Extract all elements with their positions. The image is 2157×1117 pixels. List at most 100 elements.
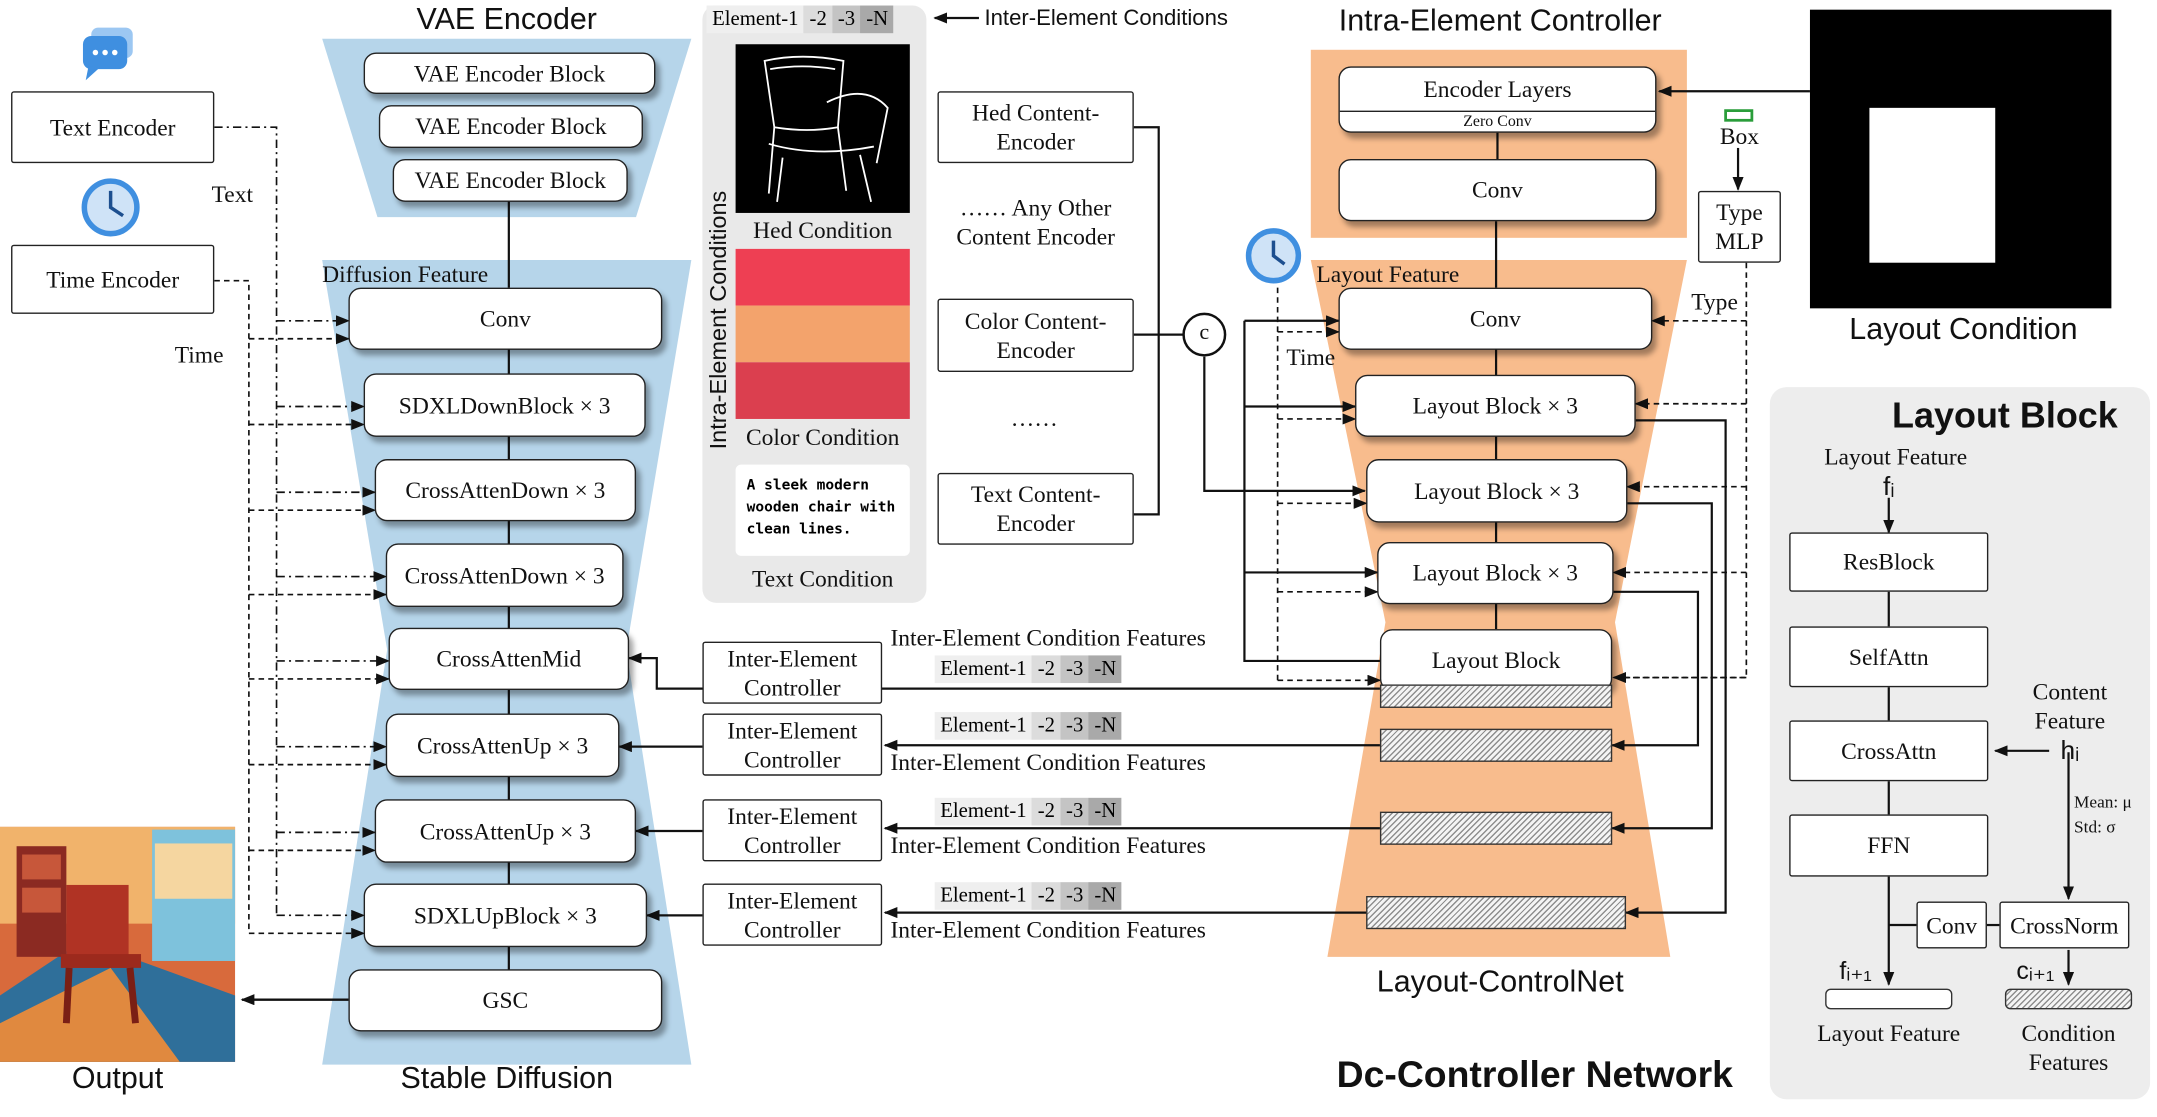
element-tag: Element-1 [934, 712, 1033, 740]
element-tag: -N [1088, 655, 1122, 684]
element-tag: -3 [1060, 655, 1089, 684]
inter-element-controller: Inter-Element Controller [702, 713, 883, 776]
color-swatch [735, 305, 910, 363]
element-tag: Element-1 [934, 655, 1033, 684]
inter-element-controller: Inter-Element Controller [702, 883, 883, 946]
cross-atten-down-block: CrossAttenDown × 3 [374, 459, 637, 522]
vae-encoder-block: VAE Encoder Block [363, 52, 656, 95]
inter-element-controller: Inter-Element Controller [702, 799, 883, 862]
inter-element-features-label: Inter-Element Condition Features [890, 624, 1206, 652]
inter-element-features-label: Inter-Element Condition Features [890, 749, 1206, 776]
output-label: Output [71, 1060, 164, 1096]
sdxl-up-block: SDXLUpBlock × 3 [363, 883, 648, 948]
hed-content-encoder: Hed Content-Encoder [937, 91, 1134, 164]
network-title: Dc-Controller Network [1336, 1053, 1733, 1096]
layout-controlnet-title: Layout-ControlNet [1376, 963, 1624, 999]
concat-label: c [1199, 320, 1210, 345]
crossattn-block: CrossAttn [1789, 720, 1989, 782]
output-image [0, 826, 236, 1062]
lb-conv-block: Conv [1916, 901, 1987, 949]
clock-icon [81, 178, 140, 237]
text-encoder: Text Encoder [11, 91, 215, 164]
element-tag: -3 [1060, 797, 1089, 826]
condition-feature-hatch [1379, 728, 1613, 762]
controlnet-conv-block: Conv [1338, 287, 1653, 350]
concat-circle [1182, 312, 1227, 357]
element-tags: Element-1 -2 -3 -N [934, 655, 1122, 684]
element-tags: Element-1 -2 -3 -N [706, 5, 894, 34]
element-tags: Element-1 -2 -3 -N [934, 882, 1122, 910]
color-condition-swatches [735, 248, 910, 419]
chat-bubble-icon [82, 27, 133, 81]
selfattn-block: SelfAttn [1789, 626, 1989, 688]
layout-controlnet-hourglass [1310, 259, 1687, 957]
cross-atten-up-block: CrossAttenUp × 3 [374, 799, 637, 863]
lb-layout-output-bar [1825, 988, 1953, 1010]
layout-block-x3: Layout Block × 3 [1366, 459, 1628, 523]
stable-diffusion-title: Stable Diffusion [400, 1060, 614, 1096]
element-tag: -2 [1032, 797, 1061, 826]
element-tag: -2 [1032, 655, 1061, 684]
text-content-encoder: Text Content-Encoder [937, 472, 1134, 545]
element-tag: Element-1 [706, 5, 805, 34]
color-swatch [735, 248, 910, 306]
zero-conv-label: Zero Conv [1339, 110, 1656, 133]
resblock: ResBlock [1789, 532, 1989, 592]
cross-atten-up-block: CrossAttenUp × 3 [385, 713, 620, 778]
content-feature-label: Content Feature [2032, 678, 2108, 735]
layout-block-single: Layout Block [1379, 629, 1613, 692]
encoder-layers-label: Encoder Layers [1423, 76, 1572, 103]
time-label-controlnet: Time [1286, 344, 1336, 371]
mean-label: Mean: μ [2074, 792, 2132, 812]
element-tag: -N [1088, 797, 1122, 826]
box-label: Box [1719, 123, 1760, 150]
element-tag: -N [860, 5, 894, 34]
condition-feature-hatch [1379, 811, 1613, 845]
element-tag: -3 [1060, 882, 1089, 910]
cross-atten-down-block: CrossAttenDown × 3 [385, 543, 624, 608]
sdxl-down-block: SDXLDownBlock × 3 [363, 373, 646, 437]
inter-element-controller: Inter-Element Controller [702, 641, 883, 704]
lb-out-layout-feature: Layout Feature [1817, 1020, 1961, 1047]
lb-out-condition-features: Condition Features [2021, 1020, 2116, 1076]
vae-encoder-block: VAE Encoder Block [392, 159, 628, 202]
layout-block-x3: Layout Block × 3 [1355, 374, 1636, 437]
time-label: Time [174, 341, 224, 368]
layout-condition-title: Layout Condition [1849, 311, 2078, 346]
condition-feature-hatch [1366, 895, 1627, 930]
layout-feature-label: Layout Feature [1316, 261, 1460, 288]
element-tags: Element-1 -2 -3 -N [934, 712, 1122, 740]
layout-condition-box [1869, 107, 1996, 263]
layout-block-title: Layout Block [1892, 394, 2118, 436]
hed-condition-label: Hed Condition [753, 217, 893, 244]
color-content-encoder: Color Content-Encoder [937, 298, 1134, 372]
vae-encoder-block: VAE Encoder Block [378, 105, 643, 148]
element-tag: Element-1 [934, 797, 1033, 826]
color-swatch [735, 362, 910, 419]
box-icon [1724, 109, 1754, 122]
inter-element-conditions-label: Inter-Element Conditions [984, 6, 1228, 31]
intra-controller-title: Intra-Element Controller [1338, 2, 1662, 38]
chair-sketch [763, 55, 889, 203]
element-tag: Element-1 [934, 882, 1033, 910]
lb-layout-feature-label: Layout Feature [1824, 443, 1968, 471]
element-tag: -2 [1032, 882, 1061, 910]
std-label: Std: σ [2074, 817, 2116, 837]
inter-element-features-label: Inter-Element Condition Features [890, 832, 1206, 859]
element-tag: -3 [1060, 712, 1089, 740]
lb-condition-output-bar [2004, 988, 2133, 1010]
clock-icon [1245, 228, 1302, 284]
lb-c-next: cᵢ₊₁ [2016, 956, 2055, 985]
condition-feature-hatch [1379, 684, 1613, 708]
text-condition-label: Text Condition [752, 565, 894, 592]
element-tag: -2 [804, 5, 833, 34]
diffusion-feature-label: Diffusion Feature [322, 261, 489, 288]
any-other-content-encoder: …… Any Other Content Encoder [956, 194, 1115, 251]
element-tag: -2 [1032, 712, 1061, 740]
type-mlp-block: Type MLP [1697, 190, 1781, 263]
controller-conv-block: Conv [1338, 159, 1657, 222]
crossnorm-block: CrossNorm [1999, 901, 2130, 949]
ellipsis-label: …… [1010, 405, 1058, 432]
inter-element-features-label: Inter-Element Condition Features [890, 916, 1206, 944]
text-condition-sample: A sleek modern wooden chair with clean l… [735, 464, 910, 556]
